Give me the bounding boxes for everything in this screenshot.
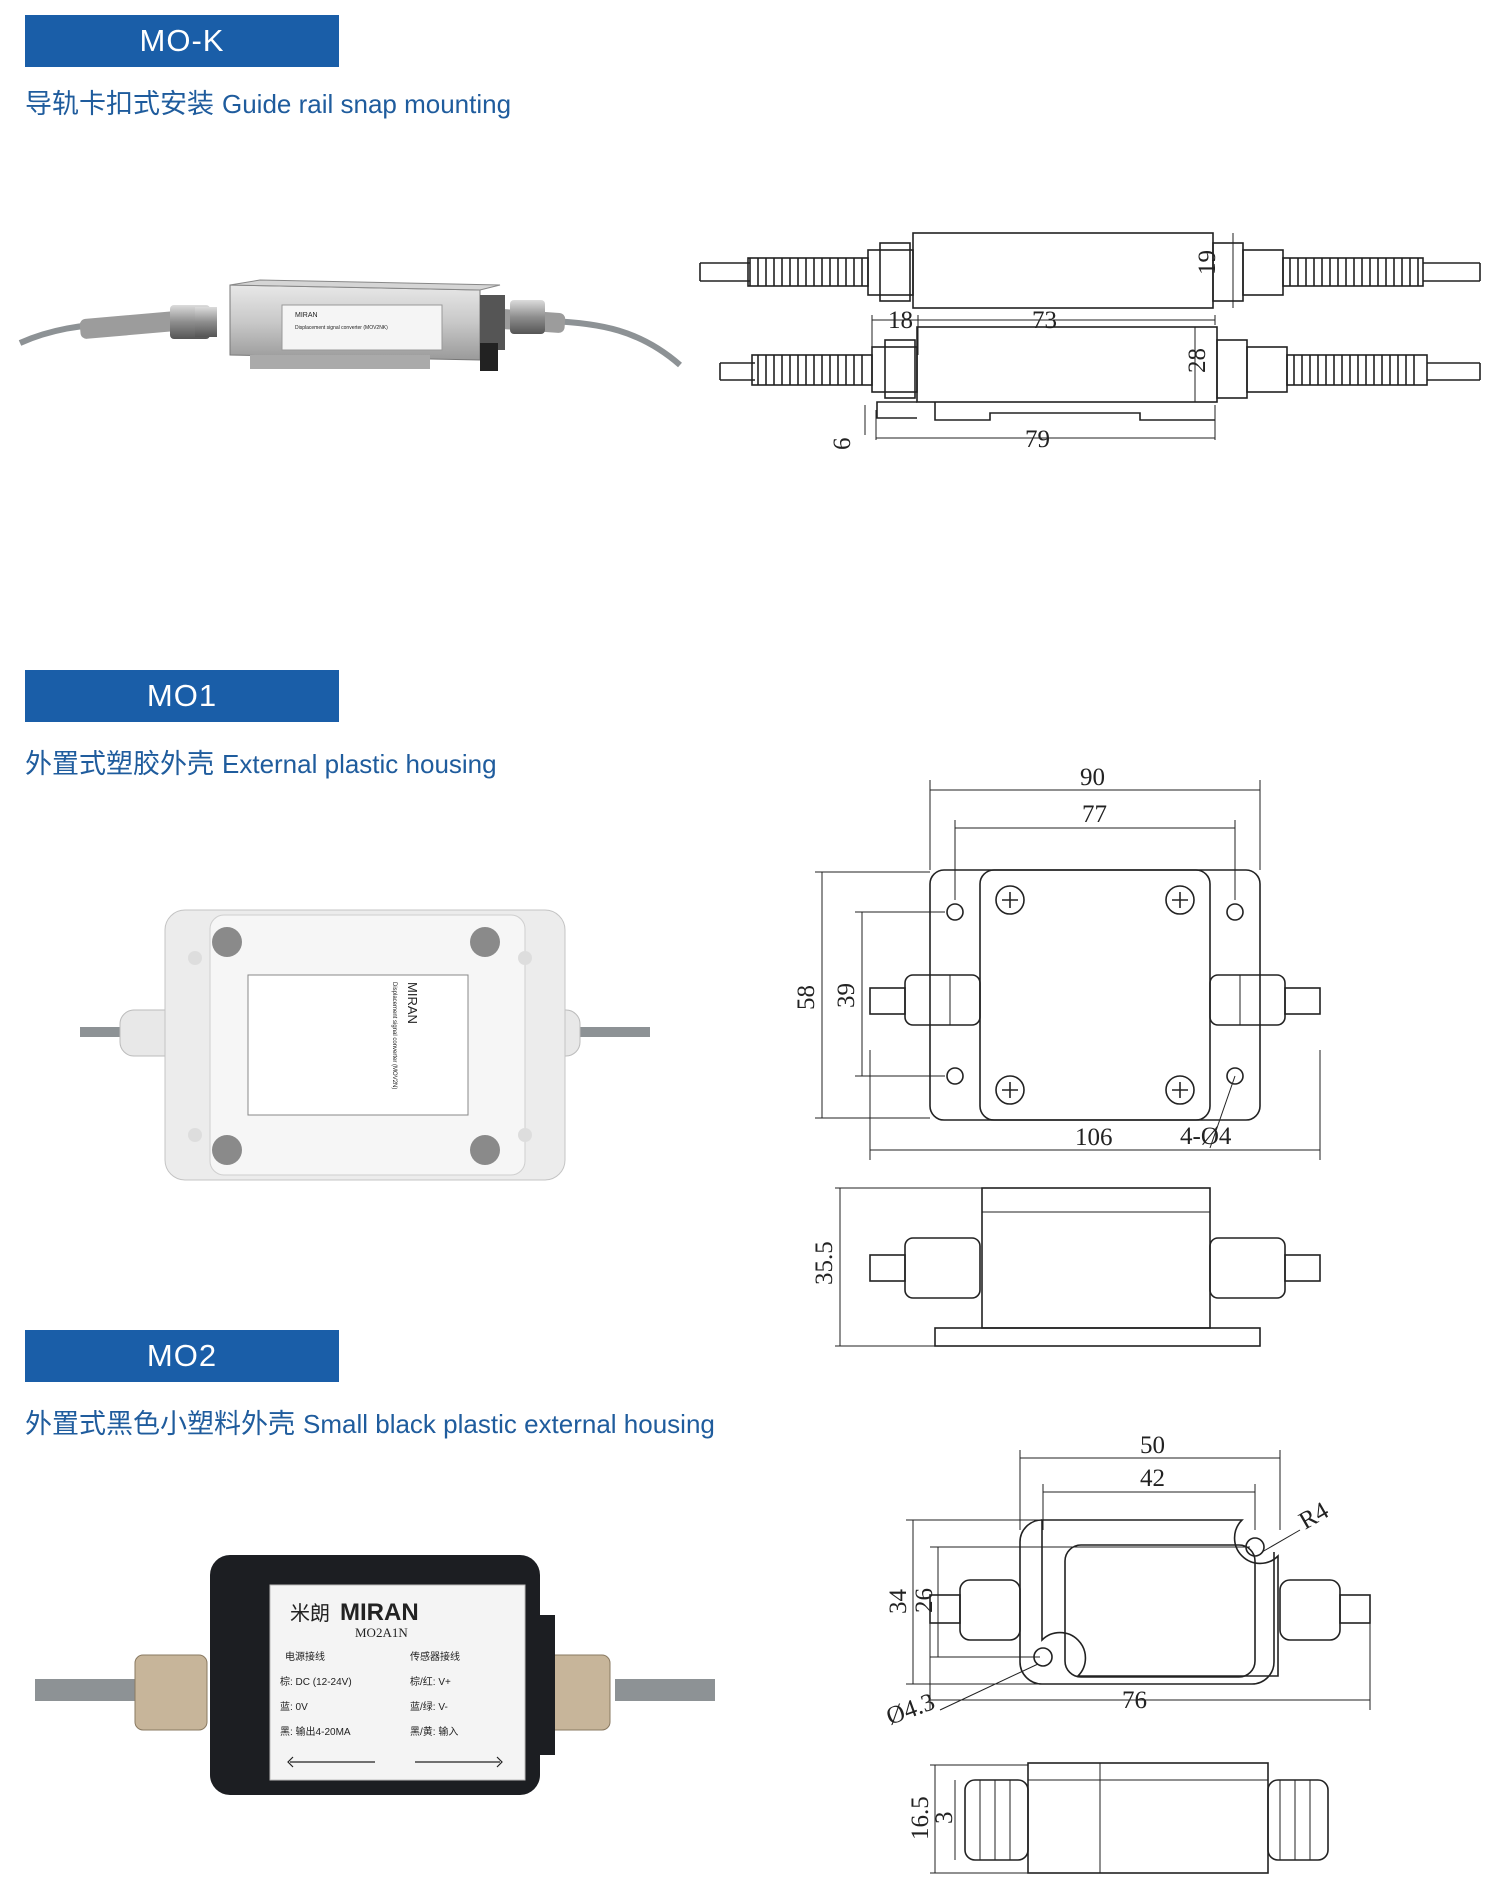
- photo-label-title: Displacement signal converter (MOV2N): [391, 982, 397, 1089]
- drawing-mo-k: 19 18 73 28 6 79: [699, 232, 1481, 453]
- dim-hole: Ø4.3: [883, 1688, 939, 1730]
- photo-label-brand-cn: 米朗: [290, 1602, 330, 1625]
- photo-label-model: MO2A1N: [355, 1625, 408, 1640]
- dim-total-w: 76: [1122, 1687, 1147, 1714]
- section-mo-k: MO-K 导轨卡扣式安装 Guide rail snap mounting MIR…: [0, 0, 1492, 600]
- subtitle-en: External plastic housing: [222, 749, 497, 779]
- dim-outer-h: 34: [885, 1589, 912, 1615]
- dim-inner-h: 26: [911, 1588, 938, 1613]
- product-photo-mo1: MIRAN Displacement signal converter (MOV…: [80, 909, 650, 1181]
- dimension-lines: [815, 780, 1321, 1160]
- section-subtitle: 导轨卡扣式安装 Guide rail snap mounting: [25, 82, 511, 121]
- section-code: MO1: [146, 678, 218, 713]
- product-photo-mo-k: MIRAN Displacement signal converter (MOV…: [18, 279, 682, 371]
- drawing-mo2: 50 42 R4 34 26 Ø4.3 76 16.5 3: [883, 1432, 1371, 1874]
- dim-left: 18: [888, 307, 913, 334]
- section-subtitle: 外置式塑胶外壳 External plastic housing: [25, 742, 497, 781]
- section-code-badge: MO2: [25, 1330, 339, 1382]
- photo-label-sensor-row: 黑/黄: 输入: [410, 1725, 458, 1738]
- photo-label-sensor-row: 棕/红: V+: [410, 1675, 451, 1688]
- section-code-badge: MO-K: [25, 15, 339, 67]
- subtitle-en: Guide rail snap mounting: [222, 89, 512, 119]
- photo-label-power-head: 电源接线: [285, 1650, 325, 1663]
- dim-holes: 4-Ø4: [1180, 1123, 1232, 1150]
- section-subtitle: 外置式黑色小塑料外壳 Small black plastic external h…: [25, 1402, 715, 1441]
- section-mo1: MO1 外置式塑胶外壳 External plastic housing MIRA…: [0, 670, 1492, 1347]
- top-view: [699, 232, 1481, 309]
- subtitle-cn: 导轨卡扣式安装: [25, 89, 214, 120]
- dim-height-top: 19: [1194, 250, 1221, 275]
- dim-length: 73: [1032, 307, 1057, 334]
- photo-label-power-row: 蓝: 0V: [280, 1701, 308, 1713]
- dim-outer-h: 58: [793, 985, 820, 1010]
- dim-height: 35.5: [811, 1241, 838, 1285]
- side-view: [964, 1762, 1329, 1874]
- photo-label-sensor-row: 蓝/绿: V-: [410, 1700, 448, 1713]
- photo-label-brand: MIRAN: [295, 312, 318, 319]
- dim-base: 3: [931, 1812, 958, 1825]
- dim-height: 28: [1184, 348, 1211, 373]
- top-view: [869, 869, 1321, 1121]
- dim-inner-w: 77: [1082, 801, 1107, 828]
- side-view: [719, 326, 1481, 421]
- dimension-lines: [906, 1450, 1371, 1711]
- top-view: [929, 1519, 1371, 1685]
- dim-rail: 6: [829, 438, 856, 451]
- product-photo-mo2: 米朗 MIRAN MO2A1N 电源接线 传感器接线 棕: DC (12-24V…: [35, 1555, 715, 1795]
- dim-outer-w: 90: [1080, 764, 1105, 791]
- dim-outer-w: 50: [1140, 1432, 1165, 1459]
- dim-base: 79: [1025, 426, 1050, 453]
- dim-total-w: 106: [1075, 1124, 1113, 1151]
- section-code-badge: MO1: [25, 670, 339, 722]
- dimension-lines: [864, 315, 1216, 440]
- photo-label-power-row: 黑: 输出4-20MA: [280, 1725, 351, 1738]
- subtitle-cn: 外置式塑胶外壳: [25, 749, 214, 780]
- dim-inner-h: 39: [833, 983, 860, 1008]
- dim-height: 16.5: [907, 1796, 934, 1840]
- dim-inner-w: 42: [1140, 1465, 1165, 1492]
- photo-label-brand: MIRAN: [405, 982, 420, 1024]
- dim-radius: R4: [1295, 1497, 1334, 1535]
- drawing-mo1: 90 77 58 39 106 4-Ø4 35.5: [793, 764, 1321, 1347]
- photo-label-sensor-head: 传感器接线: [410, 1650, 460, 1663]
- subtitle-en: Small black plastic external housing: [303, 1409, 715, 1439]
- section-mo2: MO2 外置式黑色小塑料外壳 Small black plastic extern…: [0, 1330, 1492, 1890]
- photo-label-power-row: 棕: DC (12-24V): [280, 1675, 352, 1688]
- side-view: [869, 1187, 1321, 1347]
- section-code: MO2: [146, 1338, 218, 1373]
- photo-label-brand: MIRAN: [340, 1599, 419, 1626]
- section-code: MO-K: [139, 23, 225, 58]
- photo-label-title: Displacement signal converter (MOV2NK): [295, 325, 388, 331]
- subtitle-cn: 外置式黑色小塑料外壳: [25, 1409, 295, 1440]
